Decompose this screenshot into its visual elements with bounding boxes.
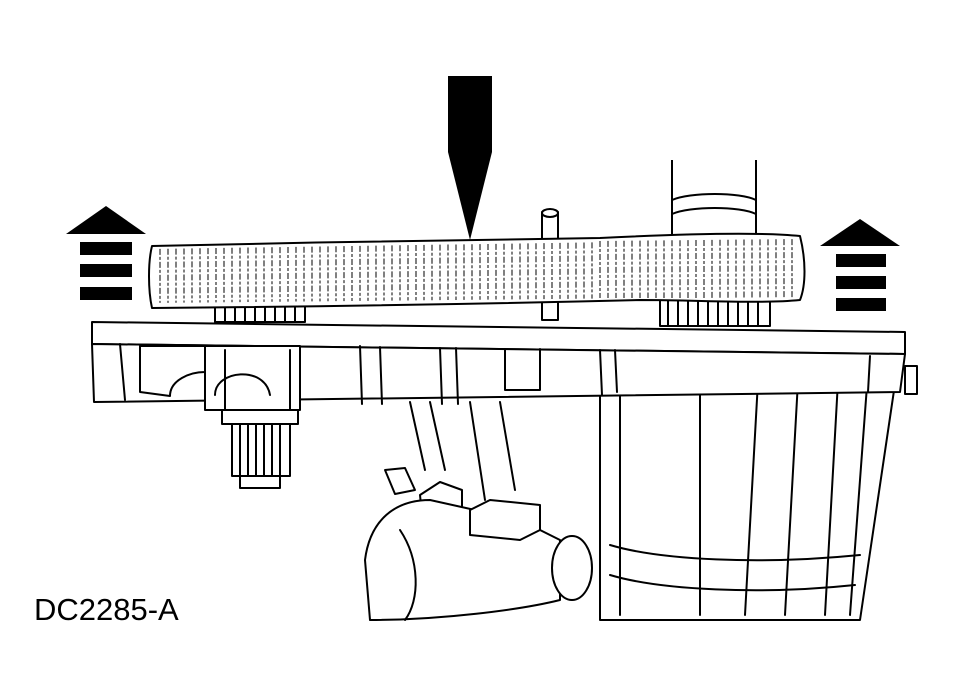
housing-body — [599, 339, 901, 621]
press-down-arrow — [445, 76, 492, 240]
drive-chain — [148, 232, 806, 309]
input-spline — [221, 409, 299, 489]
shift-actuator — [364, 401, 593, 621]
figure-id-label: DC2285-A — [34, 592, 179, 627]
case-flange — [91, 321, 918, 411]
chain-links — [159, 239, 793, 303]
lift-up-arrow-right — [820, 219, 900, 311]
lift-up-arrow-left — [66, 206, 146, 300]
output-shaft — [671, 160, 757, 241]
